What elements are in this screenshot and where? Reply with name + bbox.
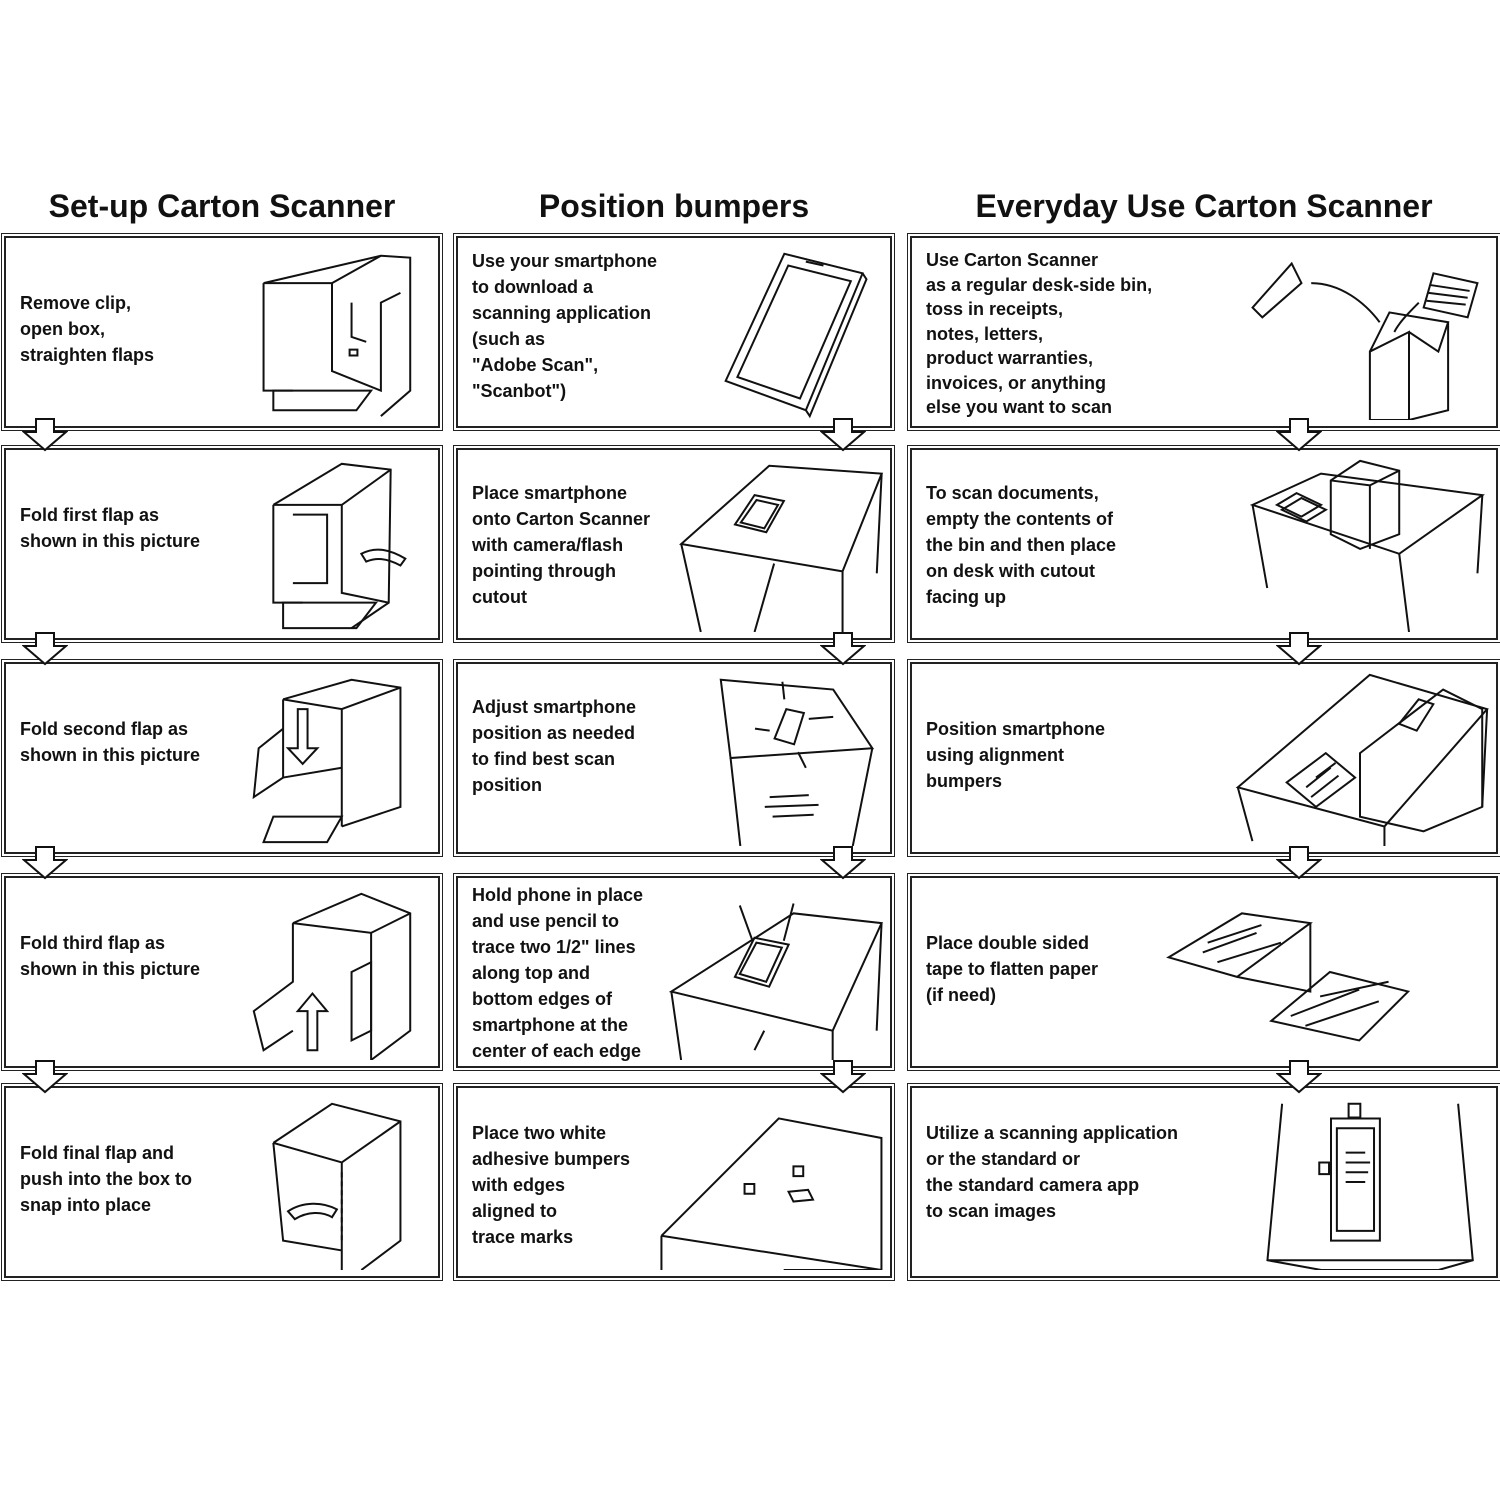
smartphone-icon [714, 244, 884, 420]
everyday-step-3: Position smartphone using alignment bump… [907, 659, 1500, 857]
adjust-phone-icon [714, 670, 884, 846]
step-text: Adjust smartphone position as needed to … [472, 697, 637, 795]
everyday-step-5: Utilize a scanning application or the st… [907, 1083, 1500, 1281]
bumpers-step-2: Place smartphone onto Carton Scanner wit… [453, 445, 895, 643]
step-text: Place double sided tape to flatten paper… [926, 933, 1099, 1005]
step-text: Fold final flap and push into the box to… [20, 1143, 192, 1215]
down-arrow-icon [820, 632, 866, 666]
down-arrow-icon [22, 846, 68, 880]
step-text: Remove clip, open box, straighten flaps [20, 293, 155, 365]
down-arrow-icon [1276, 846, 1322, 880]
bumpers-step-1: Use your smartphone to download a scanni… [453, 233, 895, 431]
step-text: Use Carton Scanner as a regular desk-sid… [926, 250, 1153, 417]
bumpers-step-5: Place two white adhesive bumpers with ed… [453, 1083, 895, 1281]
down-arrow-icon [22, 418, 68, 452]
step-text: Position smartphone using alignment bump… [926, 719, 1106, 791]
setup-step-2: Fold first flap as shown in this picture [1, 445, 443, 643]
bumpers-step-3: Adjust smartphone position as needed to … [453, 659, 895, 857]
down-arrow-icon [22, 632, 68, 666]
step-text: To scan documents, empty the contents of… [926, 483, 1117, 607]
bumpers-step-4: Hold phone in place and use pencil to tr… [453, 873, 895, 1071]
box-on-desk-icon [1240, 456, 1490, 632]
fold-second-flap-icon [232, 670, 432, 846]
down-arrow-icon [820, 846, 866, 880]
setup-step-1: Remove clip, open box, straighten flaps [1, 233, 443, 431]
everyday-step-1: Use Carton Scanner as a regular desk-sid… [907, 233, 1500, 431]
flatten-paper-icon [1160, 884, 1490, 1060]
down-arrow-icon [1276, 632, 1322, 666]
step-text: Fold third flap as shown in this picture [20, 933, 201, 979]
step-text: Utilize a scanning application or the st… [926, 1123, 1179, 1221]
fold-first-flap-icon [232, 456, 432, 632]
step-text: Fold first flap as shown in this picture [20, 505, 201, 551]
step-text: Use your smartphone to download a scanni… [472, 251, 658, 401]
column-title-everyday-use: Everyday Use Carton Scanner [975, 188, 1433, 224]
align-phone-icon [1230, 670, 1490, 846]
step-text: Place smartphone onto Carton Scanner wit… [472, 483, 651, 607]
setup-step-5: Fold final flap and push into the box to… [1, 1083, 443, 1281]
down-arrow-icon [820, 1060, 866, 1094]
down-arrow-icon [1276, 418, 1322, 452]
down-arrow-icon [820, 418, 866, 452]
scan-app-icon [1260, 1094, 1490, 1270]
phone-on-box-icon [674, 456, 884, 632]
open-box-icon [232, 244, 432, 420]
everyday-step-2: To scan documents, empty the contents of… [907, 445, 1500, 643]
step-text: Place two white adhesive bumpers with ed… [472, 1123, 631, 1247]
everyday-step-4: Place double sided tape to flatten paper… [907, 873, 1500, 1071]
fold-third-flap-icon [232, 884, 432, 1060]
trace-pencil-icon [664, 884, 884, 1060]
bumpers-icon [654, 1094, 884, 1270]
step-text: Hold phone in place and use pencil to tr… [472, 885, 644, 1061]
bin-icon [1240, 244, 1490, 420]
step-text: Fold second flap as shown in this pictur… [20, 719, 201, 765]
column-title-position-bumpers: Position bumpers [538, 188, 810, 224]
down-arrow-icon [22, 1060, 68, 1094]
setup-step-4: Fold third flap as shown in this picture [1, 873, 443, 1071]
snap-flap-icon [232, 1094, 432, 1270]
column-title-setup: Set-up Carton Scanner [48, 188, 396, 224]
setup-step-3: Fold second flap as shown in this pictur… [1, 659, 443, 857]
down-arrow-icon [1276, 1060, 1322, 1094]
